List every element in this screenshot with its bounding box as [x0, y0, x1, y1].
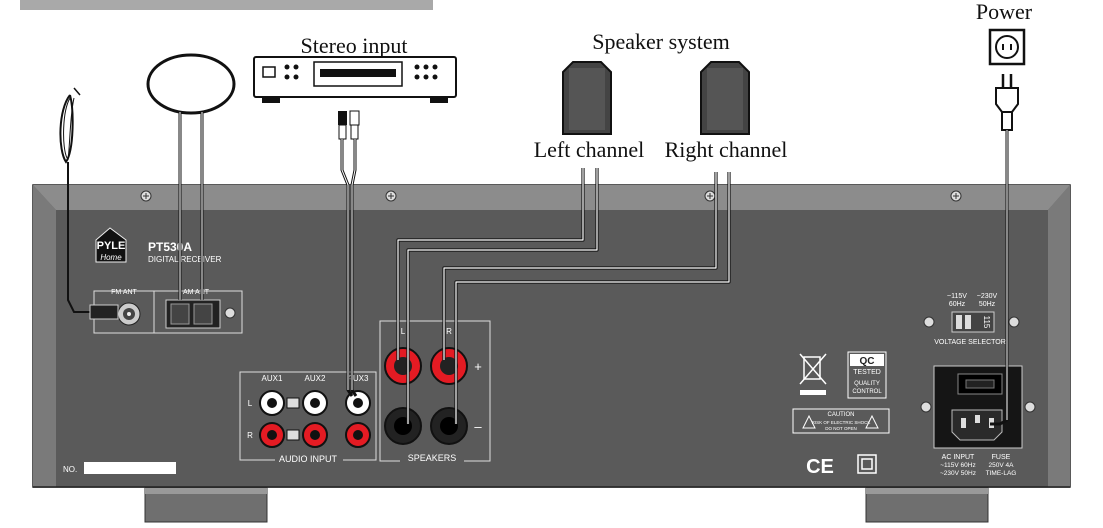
row-l-label: L: [248, 399, 253, 408]
serial-no-field: [84, 462, 176, 474]
screw-icon: [140, 190, 962, 202]
minus-label: –: [474, 419, 482, 434]
qc-tested: TESTED: [853, 369, 881, 376]
weee-bin-icon: [799, 353, 827, 395]
rca-cable: [338, 110, 360, 397]
speaker-wires: [396, 168, 731, 424]
caution-title: CAUTION: [828, 412, 855, 418]
ac-line1: ~115V 60Hz: [940, 462, 975, 469]
iec-socket: [951, 409, 1003, 441]
qc-control: CONTROL: [852, 389, 882, 395]
double-insulation-icon: [857, 454, 877, 474]
speakers-block: L R + – SPEAKERS: [379, 320, 491, 463]
serial-no-label: NO.: [63, 465, 77, 474]
qc-label: QC: [860, 356, 875, 367]
aux2-label: AUX2: [305, 374, 326, 383]
stereo-input-caption: Stereo input: [301, 33, 408, 58]
ce-mark: CE: [806, 456, 834, 478]
spk-r-label: R: [446, 327, 452, 336]
brand-top: PYLE: [97, 240, 126, 252]
qc-quality: QUALITY: [854, 381, 880, 387]
voltage-switch: [951, 311, 995, 333]
voltage-selector: ~115V 60Hz ~230V 50Hz 115 VOLTAGE SELECT…: [923, 293, 1020, 346]
spk-l-label: L: [401, 327, 406, 336]
am-loop-antenna: [146, 53, 236, 300]
speaker-system-caption: Speaker system: [592, 29, 729, 54]
ac-input-label: AC INPUT: [942, 454, 975, 461]
caution-line1: RISK OF ELECTRIC SHOCK: [812, 420, 871, 425]
fuse-line2: TIME-LAG: [986, 470, 1017, 477]
receiver-rear-panel: [32, 184, 1071, 488]
power-caption: Power: [976, 0, 1033, 24]
header-bar: [20, 0, 433, 10]
aux1-label: AUX1: [262, 374, 283, 383]
caution-line2: DO NOT OPEN: [825, 426, 856, 431]
fuse-label: FUSE: [992, 454, 1011, 461]
speakers-label: SPEAKERS: [408, 453, 457, 463]
right-speaker: [700, 61, 750, 135]
switch-value: 115: [982, 316, 991, 329]
audio-input-block: AUX1 AUX2 AUX3 L R AUDIO INPUT: [239, 371, 377, 464]
fm-ant-label: FM ANT: [111, 289, 137, 296]
row-r-label: R: [247, 431, 253, 440]
v230-label: ~230V: [977, 293, 998, 300]
left-channel-caption: Left channel: [534, 137, 645, 162]
left-speaker: [562, 61, 612, 135]
v115-label: ~115V: [947, 293, 967, 300]
fuse-line1: 250V 4A: [989, 462, 1015, 469]
power-outlet: [988, 28, 1026, 66]
fm-wire-antenna: [59, 87, 119, 320]
right-channel-caption: Right channel: [665, 137, 788, 162]
audio-input-label: AUDIO INPUT: [279, 454, 338, 464]
hz50-label: 50Hz: [979, 301, 996, 308]
voltage-selector-label: VOLTAGE SELECTOR: [934, 339, 1006, 346]
caution-label: CAUTION RISK OF ELECTRIC SHOCK DO NOT OP…: [792, 408, 890, 434]
model-subtitle: DIGITAL RECEIVER: [148, 255, 222, 264]
model-label: PT530A: [148, 240, 192, 254]
pyle-logo: PYLE Home: [95, 227, 127, 263]
ac-line2: ~230V 50Hz: [940, 470, 976, 477]
hz60-label: 60Hz: [949, 301, 966, 308]
am-ant-label: AM ANT: [183, 289, 210, 296]
qc-tested-badge: QC TESTED QUALITY CONTROL: [847, 351, 887, 399]
aux3-label: AUX3: [348, 374, 369, 383]
power-plug: [995, 74, 1019, 131]
brand-bottom: Home: [100, 253, 122, 262]
plus-label: +: [474, 359, 482, 374]
cd-player: [253, 56, 457, 103]
